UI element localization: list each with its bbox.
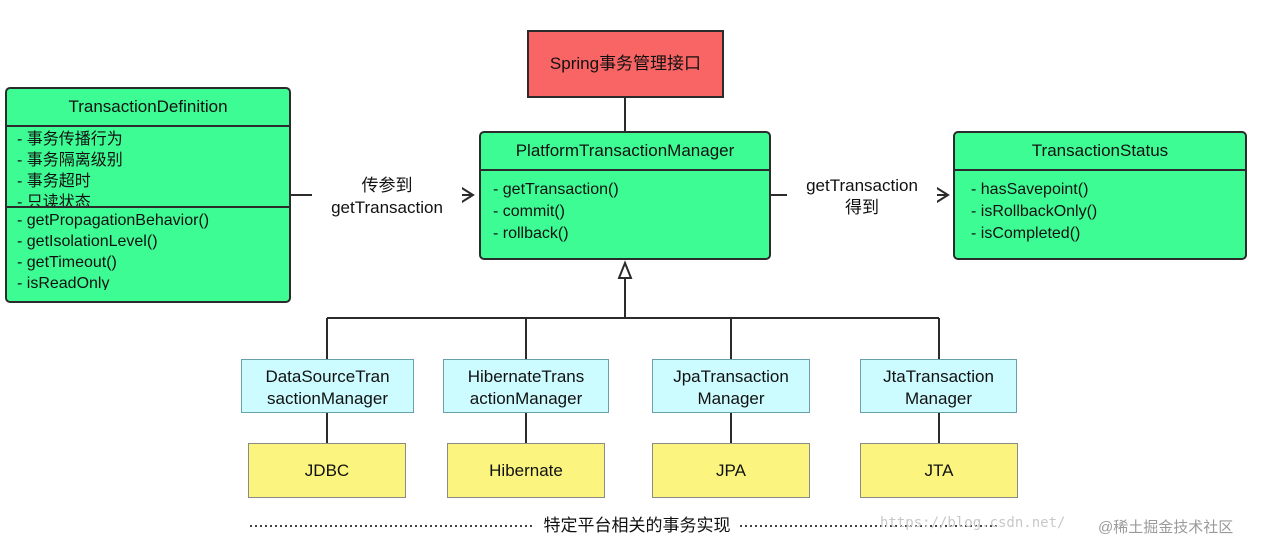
manager-method: - getTransaction() [493, 181, 619, 198]
transaction-status-title: TransactionStatus [955, 133, 1245, 171]
blog-url-watermark: https://blog.csdn.net/ [880, 515, 1066, 531]
jdbc-box: JDBC [248, 443, 406, 498]
definition-attribute: - 事务传播行为 [17, 131, 123, 148]
impl-label-line: JtaTransaction [883, 367, 994, 386]
transaction-definition-box: TransactionDefinition - 事务传播行为 - 事务隔离级别 … [5, 87, 291, 303]
tech-label: JDBC [304, 461, 350, 480]
spring-interface-label: Spring事务管理接口 [549, 54, 702, 73]
jpa-transaction-manager-box: JpaTransaction Manager [652, 359, 810, 413]
datasource-transaction-manager-box: DataSourceTran sactionManager [241, 359, 414, 413]
status-methods: - hasSavepoint() - isRollbackOnly() - is… [955, 171, 1245, 249]
jta-transaction-manager-box: JtaTransaction Manager [860, 359, 1017, 413]
impl-label-line: Manager [697, 389, 765, 408]
site-watermark: @稀土掘金技术社区 [1098, 519, 1234, 536]
inheritance-triangle [617, 260, 633, 279]
definition-attribute: - 只读状态 [17, 194, 91, 206]
arrow-right-line-2: 得到 [845, 198, 879, 217]
hibernate-box: Hibernate [447, 443, 605, 498]
transaction-status-box: TransactionStatus - hasSavepoint() - isR… [953, 131, 1247, 260]
arrow-left-line-2: getTransaction [331, 198, 443, 217]
manager-method: - rollback() [493, 225, 569, 242]
get-transaction-result-label: getTransaction 得到 [787, 175, 937, 219]
platform-specific-label: 特定平台相关的事务实现 [543, 516, 731, 535]
definition-attribute: - 事务超时 [17, 173, 91, 190]
platform-transaction-manager-box: PlatformTransactionManager - getTransact… [479, 131, 771, 260]
impl-label-line: DataSourceTran [265, 367, 390, 386]
impl-label-line: actionManager [469, 389, 583, 408]
tech-label: Hibernate [489, 461, 563, 480]
transaction-definition-title: TransactionDefinition [7, 89, 289, 127]
definition-attribute: - 事务隔离级别 [17, 152, 123, 169]
definition-methods: - getPropagationBehavior() - getIsolatio… [7, 206, 289, 290]
status-arrow-head [931, 184, 950, 206]
definition-arrow-head [456, 184, 475, 206]
impl-label-line: sactionManager [267, 389, 388, 408]
status-method: - isRollbackOnly() [971, 203, 1098, 220]
definition-method: - getIsolationLevel() [17, 233, 158, 250]
definition-method: - getTimeout() [17, 254, 117, 271]
status-method: - hasSavepoint() [971, 181, 1089, 198]
manager-methods: - getTransaction() - commit() - rollback… [481, 171, 769, 249]
tech-label: JPA [716, 461, 746, 480]
definition-attributes: - 事务传播行为 - 事务隔离级别 - 事务超时 - 只读状态 [7, 127, 289, 206]
tech-label: JTA [924, 461, 954, 480]
impl-label-line: JpaTransaction [673, 367, 789, 386]
arrow-right-line-1: getTransaction [806, 176, 918, 195]
platform-transaction-manager-title: PlatformTransactionManager [481, 133, 769, 171]
arrow-left-line-1: 传参到 [361, 176, 413, 195]
pass-to-get-transaction-label: 传参到 getTransaction [312, 175, 462, 219]
jta-box: JTA [860, 443, 1018, 498]
jpa-box: JPA [652, 443, 810, 498]
hibernate-transaction-manager-box: HibernateTrans actionManager [443, 359, 609, 413]
status-method: - isCompleted() [971, 225, 1081, 242]
manager-method: - commit() [493, 203, 565, 220]
impl-label-line: Manager [904, 389, 973, 408]
definition-method: - isReadOnly [17, 275, 110, 290]
impl-label-line: HibernateTrans [467, 367, 585, 386]
definition-method: - getPropagationBehavior() [17, 212, 210, 229]
spring-interface-box: Spring事务管理接口 [527, 30, 724, 98]
